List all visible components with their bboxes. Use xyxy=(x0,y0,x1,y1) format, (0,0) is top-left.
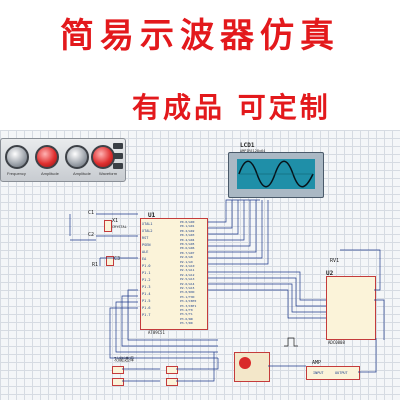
u1-pin-label: P2.5/A13 xyxy=(180,277,195,282)
u1-pin-label: P1.3 xyxy=(142,285,151,289)
amplifier[interactable]: INPUT OUTPUT xyxy=(306,366,360,380)
u1-part-label: AT89C51 xyxy=(148,330,165,335)
banner-subtitle: 有成品 可定制 xyxy=(132,91,331,124)
lcd-screen xyxy=(237,159,315,189)
u1-pin-label: P1.4 xyxy=(142,292,151,296)
u1-pin-label: P3.7/RD xyxy=(180,321,193,326)
u1-pin-label: P0.0/AD0 xyxy=(180,220,195,224)
u1-pin-label: P1.2 xyxy=(142,278,151,282)
u1-pin-label: P1.0 xyxy=(142,264,151,268)
knob-label-amplitude-2: Amplitude xyxy=(73,171,91,176)
u2-label: U2 xyxy=(326,270,334,277)
signal-source-dial xyxy=(239,357,251,369)
u1-pin-label: EA xyxy=(142,257,147,261)
button-3[interactable] xyxy=(166,366,178,374)
u1-pin-label: P2.1/A9 xyxy=(180,259,193,264)
u1-pin-label: P2.6/A14 xyxy=(180,281,195,286)
u1-pin-label: XTAL2 xyxy=(142,229,153,233)
lcd-label: LCD1 xyxy=(240,142,255,149)
u1-pin-label: P3.3/INT1 xyxy=(180,303,197,308)
lcd-sublabel: AMPIRE128x64 xyxy=(240,149,266,153)
u1-pin-label: P3.4/T0 xyxy=(180,308,193,312)
amplitude-fine-knob[interactable] xyxy=(91,145,115,169)
u1-pin-label: P1.5 xyxy=(142,299,151,303)
u1-pin-label: P3.5/T1 xyxy=(180,312,193,317)
banner-title: 简易示波器仿真 xyxy=(60,16,340,56)
frequency-fine-knob[interactable] xyxy=(35,145,59,169)
u1-pin-label: P2.0/A8 xyxy=(180,255,193,260)
u1-pin-label: P0.1/AD1 xyxy=(180,224,195,229)
lcd-waveform xyxy=(238,160,314,188)
amplitude-knob[interactable] xyxy=(65,145,89,169)
waveform-button-3[interactable] xyxy=(113,163,123,169)
button-2[interactable] xyxy=(112,378,124,386)
r1-label: R1 xyxy=(92,262,99,268)
button-1[interactable] xyxy=(112,366,124,374)
x1-label: X1 xyxy=(112,218,119,224)
buttons-label: 功能选择 xyxy=(114,357,135,363)
capacitor-c3[interactable] xyxy=(106,256,114,266)
u1-pin-label: P0.6/AD6 xyxy=(180,246,195,251)
u1-pin-label: P2.4/A12 xyxy=(180,272,195,277)
u2-part-label: ADC0808 xyxy=(328,340,345,345)
u1-pin-label: ALE xyxy=(142,250,149,254)
u1-pin-label: P0.5/AD5 xyxy=(180,242,195,246)
u1-pin-label: P0.7/AD7 xyxy=(180,250,195,255)
u1-pin-label: P2.2/A10 xyxy=(180,264,195,268)
u1-pin-label: P1.7 xyxy=(142,313,151,317)
adc-u2[interactable] xyxy=(326,276,376,340)
u1-pin-label: P2.3/A11 xyxy=(180,268,195,273)
u1-label: U1 xyxy=(148,212,156,219)
c3-label: C3 xyxy=(114,256,121,262)
crystal-x1[interactable] xyxy=(104,220,112,232)
frequency-knob[interactable] xyxy=(5,145,29,169)
signal-source[interactable] xyxy=(234,352,270,382)
knob-label-waveform: Waveform xyxy=(99,171,118,176)
waveform-button-2[interactable] xyxy=(113,153,123,159)
u1-pin-label: P3.6/WR xyxy=(180,316,193,321)
lcd-display xyxy=(228,152,324,198)
u1-pin-label: P1.6 xyxy=(142,306,151,310)
u1-pin-label: P0.3/AD3 xyxy=(180,233,195,238)
waveform-button-1[interactable] xyxy=(113,143,123,149)
knob-label-frequency: Frequency xyxy=(7,171,26,176)
amp-output-label: OUTPUT xyxy=(335,371,348,375)
u1-pin-label: P1.1 xyxy=(142,271,151,275)
amp-input-label: INPUT xyxy=(313,371,324,375)
button-4[interactable] xyxy=(166,378,178,386)
u1-pin-label: P3.2/INT0 xyxy=(180,299,197,304)
u1-pin-label: P2.7/A15 xyxy=(180,286,195,290)
rv1-label: RV1 xyxy=(330,258,340,264)
u1-pin-label: PSEN xyxy=(142,243,151,247)
u1-pin-label: P0.4/AD4 xyxy=(180,237,195,242)
u1-pin-label: P3.0/RXD xyxy=(180,290,195,295)
knob-label-amplitude: Amplitude xyxy=(41,171,59,176)
signal-generator-panel[interactable]: Frequency Amplitude Amplitude Waveform xyxy=(0,138,126,182)
c1-label: C1 xyxy=(88,210,95,216)
c2-label: C2 xyxy=(88,232,95,238)
u1-pin-label: P3.1/TXD xyxy=(180,294,195,299)
u1-pin-label: RST xyxy=(142,236,149,240)
crystal-label: CRYSTAL xyxy=(112,225,127,229)
u1-pin-label: P0.2/AD2 xyxy=(180,228,195,233)
u1-pin-label: XTAL1 xyxy=(142,222,153,226)
